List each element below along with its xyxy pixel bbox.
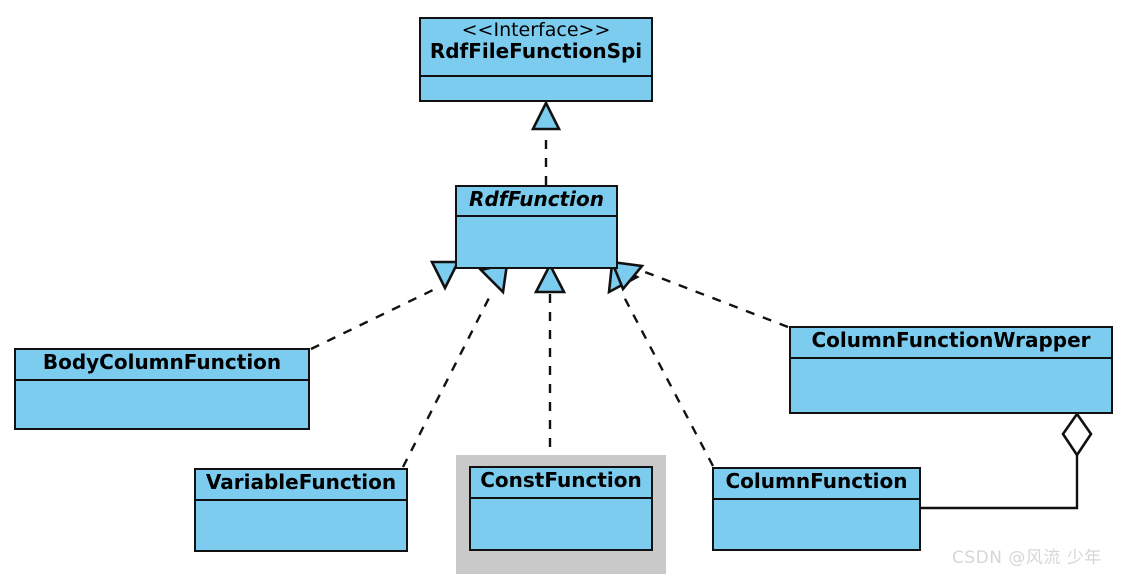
uml-class-header-rdf-file-function-spi: <<Interface>>RdfFileFunctionSpi	[421, 19, 651, 77]
uml-class-members-body-column-function	[16, 381, 308, 428]
uml-class-members-rdf-file-function-spi	[421, 77, 651, 100]
uml-class-column-function-wrapper[interactable]: ColumnFunctionWrapper	[789, 326, 1113, 414]
edge-line	[921, 455, 1079, 510]
uml-class-header-rdf-function: RdfFunction	[457, 187, 616, 217]
uml-class-const-function[interactable]: ConstFunction	[469, 466, 653, 551]
uml-class-members-variable-function	[196, 501, 406, 550]
uml-class-name-variable-function: VariableFunction	[205, 470, 397, 494]
uml-class-name-rdf-function: RdfFunction	[469, 187, 604, 211]
edge-line	[401, 295, 492, 468]
uml-class-header-column-function: ColumnFunction	[714, 469, 919, 500]
edge-variablefunction-implements-rdffunction[interactable]	[401, 262, 509, 468]
uml-class-name-column-function: ColumnFunction	[725, 469, 908, 493]
uml-class-members-column-function-wrapper	[791, 359, 1111, 412]
uml-class-column-function[interactable]: ColumnFunction	[712, 467, 921, 551]
edge-columnfunctionwrapper-aggregates-columnfunction[interactable]	[921, 411, 1093, 510]
uml-class-members-const-function	[471, 499, 651, 549]
uml-class-header-body-column-function: BodyColumnFunction	[16, 350, 308, 381]
edge-line	[621, 294, 715, 467]
uml-class-variable-function[interactable]: VariableFunction	[194, 468, 408, 552]
edge-rdffunction-implements-rdffilefunctionspi[interactable]	[530, 100, 562, 185]
uml-class-header-variable-function: VariableFunction	[196, 470, 406, 501]
uml-class-name-column-function-wrapper: ColumnFunctionWrapper	[811, 328, 1091, 352]
uml-class-rdf-file-function-spi[interactable]: <<Interface>>RdfFileFunctionSpi	[419, 17, 653, 102]
uml-class-name-body-column-function: BodyColumnFunction	[42, 350, 282, 374]
uml-class-name-const-function: ConstFunction	[480, 468, 642, 492]
uml-class-header-const-function: ConstFunction	[471, 468, 651, 499]
uml-class-name-rdf-file-function-spi: RdfFileFunctionSpi	[429, 38, 643, 63]
edge-columnfunctionwrapper-implements-rdffunction[interactable]	[609, 260, 789, 329]
uml-class-body-column-function[interactable]: BodyColumnFunction	[14, 348, 310, 430]
edge-constfunction-implements-rdffunction[interactable]	[533, 262, 567, 465]
edge-columnfunction-implements-rdffunction[interactable]	[607, 261, 715, 467]
uml-stereotype-rdf-file-function-spi: <<Interface>>	[461, 19, 611, 41]
hollow-triangle-arrowhead	[530, 100, 562, 131]
csdn-watermark: CSDN @风流 少年	[952, 548, 1102, 568]
uml-class-members-column-function	[714, 500, 919, 549]
uml-class-members-rdf-function	[457, 217, 616, 267]
hollow-diamond-arrowhead	[1061, 411, 1093, 458]
uml-class-rdf-function[interactable]: RdfFunction	[455, 185, 618, 269]
hollow-triangle-arrowhead	[533, 262, 567, 294]
hollow-triangle-arrowhead	[429, 260, 461, 291]
hollow-triangle-arrowhead	[609, 260, 645, 292]
edge-line	[644, 270, 789, 329]
uml-class-header-column-function-wrapper: ColumnFunctionWrapper	[791, 328, 1111, 359]
edge-line	[310, 288, 434, 351]
edge-bodycolumnfunction-implements-rdffunction[interactable]	[310, 260, 461, 351]
